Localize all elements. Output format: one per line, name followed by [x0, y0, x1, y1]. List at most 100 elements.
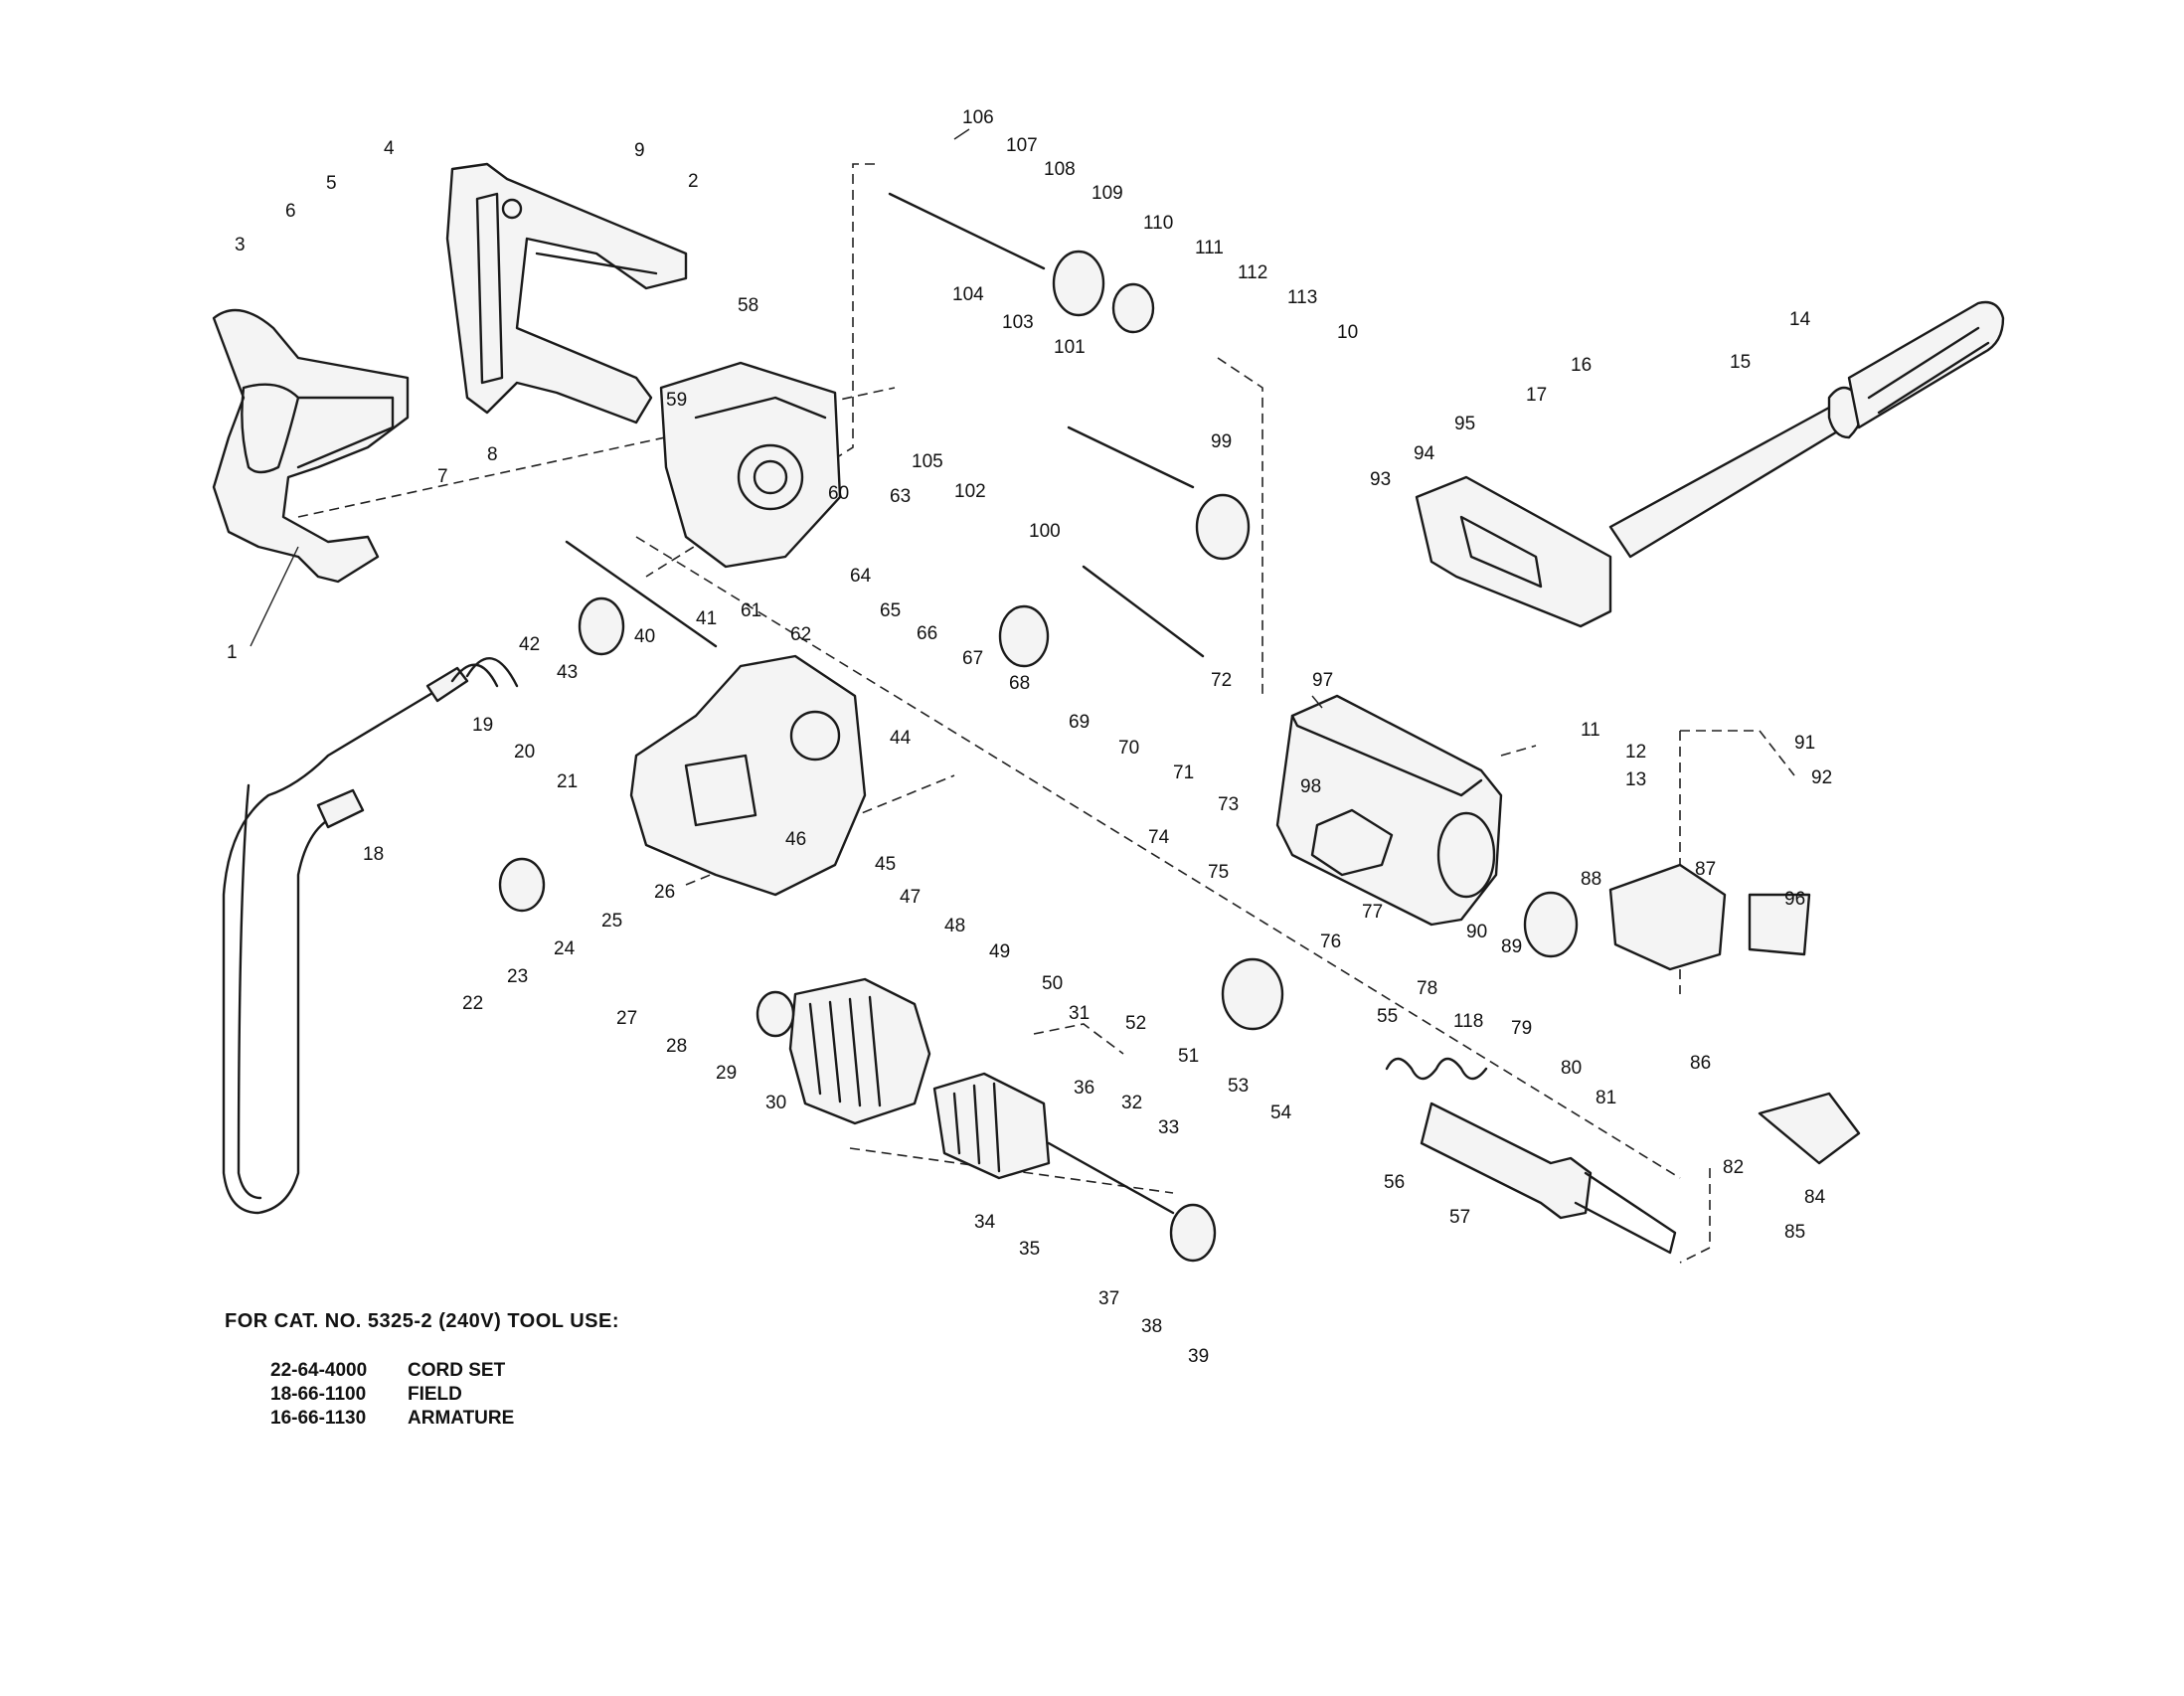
- part-description: CORD SET: [408, 1360, 506, 1381]
- callout-54: 54: [1270, 1102, 1292, 1123]
- callout-91: 91: [1794, 733, 1815, 754]
- callout-30: 30: [765, 1093, 786, 1113]
- callout-78: 78: [1417, 978, 1437, 999]
- callout-14: 14: [1789, 309, 1811, 330]
- callout-100: 100: [1029, 521, 1061, 542]
- callout-11: 11: [1581, 720, 1600, 741]
- callout-5: 5: [326, 173, 337, 194]
- callout-6: 6: [285, 201, 296, 222]
- note-row: 22-64-4000 CORD SET: [270, 1359, 619, 1383]
- callout-110: 110: [1143, 213, 1173, 234]
- callout-106: 106: [962, 107, 994, 128]
- callout-9a: 9: [634, 140, 645, 161]
- callout-89: 89: [1501, 936, 1522, 957]
- assembly-guide-lines: [297, 163, 1795, 1264]
- callout-46: 46: [785, 829, 806, 850]
- rear-handle-housing: [212, 308, 410, 584]
- callout-44: 44: [890, 728, 912, 749]
- callout-98: 98: [1300, 776, 1321, 797]
- callout-65: 65: [880, 600, 901, 621]
- part-callouts: 106 107 108 109 110 111 112 113 10 9 2 4…: [227, 107, 1832, 1367]
- callout-36: 36: [1074, 1078, 1094, 1099]
- callout-61: 61: [741, 600, 761, 621]
- callout-80: 80: [1561, 1058, 1582, 1079]
- callout-72: 72: [1211, 670, 1232, 691]
- callout-60: 60: [828, 483, 849, 504]
- callout-113: 113: [1287, 287, 1317, 308]
- callout-47: 47: [900, 887, 921, 908]
- callout-43: 43: [557, 662, 578, 683]
- callout-8: 8: [487, 444, 498, 465]
- callout-42: 42: [519, 634, 540, 655]
- note-title: FOR CAT. NO. 5325-2 (240V) TOOL USE:: [225, 1310, 619, 1332]
- callout-2a: 2: [688, 171, 699, 192]
- callout-95: 95: [1454, 414, 1475, 434]
- callout-67: 67: [962, 648, 983, 669]
- callout-4: 4: [384, 138, 395, 159]
- callout-68: 68: [1009, 673, 1030, 694]
- callout-17: 17: [1526, 385, 1547, 406]
- callout-13: 13: [1625, 769, 1646, 790]
- callout-41: 41: [696, 608, 717, 629]
- callout-51: 51: [1178, 1046, 1199, 1067]
- field-coil: [788, 977, 931, 1125]
- callout-7: 7: [437, 466, 448, 487]
- callout-102: 102: [954, 481, 986, 502]
- callout-63: 63: [890, 486, 911, 507]
- note-row: 16-66-1130 ARMATURE: [270, 1407, 619, 1431]
- callout-21: 21: [557, 771, 578, 792]
- callout-58: 58: [738, 295, 758, 316]
- callout-38: 38: [1141, 1316, 1162, 1337]
- callout-99: 99: [1211, 431, 1232, 452]
- callout-75: 75: [1208, 862, 1229, 883]
- callout-28: 28: [666, 1036, 687, 1057]
- replacement-parts-note: FOR CAT. NO. 5325-2 (240V) TOOL USE: 22-…: [225, 1310, 619, 1431]
- callout-3: 3: [235, 235, 246, 255]
- callout-82: 82: [1723, 1157, 1744, 1178]
- note-row: 18-66-1100 FIELD: [270, 1383, 619, 1407]
- callout-37: 37: [1098, 1288, 1119, 1309]
- callout-64: 64: [850, 566, 872, 587]
- callout-101: 101: [1054, 337, 1086, 358]
- callout-74: 74: [1148, 827, 1170, 848]
- callout-19: 19: [472, 715, 493, 736]
- callout-49: 49: [989, 941, 1010, 962]
- callout-104: 104: [952, 284, 984, 305]
- callout-88: 88: [1581, 869, 1601, 890]
- callout-26: 26: [654, 882, 675, 903]
- callout-39: 39: [1188, 1346, 1209, 1367]
- small-components: [498, 192, 1861, 1263]
- callout-50: 50: [1042, 973, 1063, 994]
- part-code: 22-64-4000: [270, 1360, 368, 1381]
- callout-109: 109: [1092, 183, 1123, 204]
- callout-32a: 32: [1121, 1093, 1142, 1113]
- callout-85: 85: [1784, 1222, 1805, 1243]
- front-gear-case: [1275, 694, 1503, 927]
- callout-15: 15: [1730, 352, 1751, 373]
- callout-70: 70: [1118, 738, 1139, 759]
- callout-25: 25: [601, 911, 622, 932]
- motor-housing-cover: [659, 361, 842, 569]
- side-handle-mount-plate: [1415, 475, 1612, 628]
- callout-92: 92: [1811, 767, 1832, 788]
- callout-76: 76: [1320, 932, 1341, 952]
- callout-10: 10: [1337, 322, 1358, 343]
- callout-112: 112: [1238, 262, 1267, 283]
- callout-31a: 31: [1069, 1003, 1090, 1024]
- callout-52: 52: [1125, 1013, 1146, 1034]
- callout-57: 57: [1449, 1207, 1470, 1228]
- part-description: FIELD: [408, 1384, 462, 1405]
- part-code: 18-66-1100: [270, 1384, 367, 1405]
- callout-96: 96: [1784, 889, 1805, 910]
- callout-77: 77: [1362, 902, 1383, 923]
- callout-97: 97: [1312, 670, 1333, 691]
- callout-33a: 33: [1158, 1117, 1179, 1138]
- callout-62: 62: [790, 624, 811, 645]
- callout-108: 108: [1044, 159, 1076, 180]
- callout-71: 71: [1173, 763, 1194, 783]
- callout-23: 23: [507, 966, 528, 987]
- armature: [932, 1072, 1175, 1215]
- part-description: ARMATURE: [408, 1408, 515, 1429]
- callout-94: 94: [1414, 443, 1435, 464]
